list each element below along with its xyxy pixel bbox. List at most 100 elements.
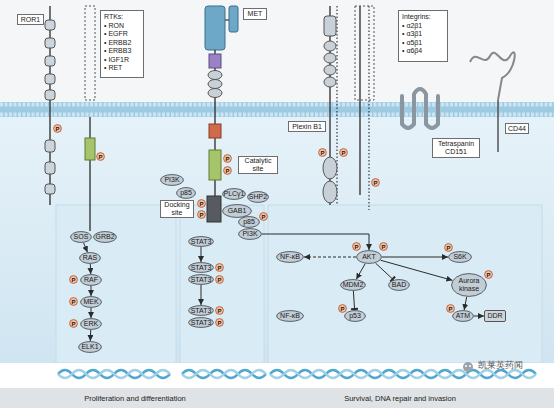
node-text: CD44 xyxy=(508,125,526,133)
node-text: RAF xyxy=(84,276,98,284)
node-text: P xyxy=(446,245,450,251)
dna-strand xyxy=(270,370,536,378)
node-text: • α5β1 xyxy=(402,39,422,48)
shape-ellipse xyxy=(198,200,206,208)
node-text: S6K xyxy=(453,253,466,261)
ipt-domain xyxy=(208,71,222,80)
node-body: P xyxy=(223,166,232,175)
gap-domain xyxy=(323,157,337,179)
extracellular-space xyxy=(0,0,554,102)
protein-oval: S6K xyxy=(448,251,472,263)
node-text: STAT3 xyxy=(191,307,212,315)
node-text: DDR xyxy=(487,312,502,320)
pathway-panel xyxy=(268,205,542,363)
node-body: Aurora kinase xyxy=(451,273,487,297)
shape-ellipse xyxy=(239,217,260,228)
dna-strand xyxy=(182,370,266,378)
shape-ellipse xyxy=(223,205,252,218)
protein-oval: MEK xyxy=(80,296,102,308)
process-box: DDR xyxy=(484,310,506,322)
shape-ellipse xyxy=(345,311,366,322)
node-body: DDR xyxy=(485,311,505,321)
node-text: P xyxy=(373,180,377,186)
phosphate-circle: P xyxy=(69,275,78,284)
receptor-list: RTKs:• RON• EGFR• ERBB2• ERBB3• IGF1R• R… xyxy=(100,10,144,78)
phosphate-circle: P xyxy=(215,275,224,284)
shape-ellipse xyxy=(216,264,224,272)
plexin-partner xyxy=(336,6,337,205)
receptor-domain xyxy=(324,41,336,51)
tetraspanin-symbol xyxy=(402,89,438,128)
node-body: Docking site xyxy=(161,201,193,217)
node-body: S6K xyxy=(448,251,472,263)
shape-ellipse xyxy=(453,311,474,322)
shape-ellipse xyxy=(224,155,232,163)
node-body: PLCγ1 xyxy=(222,188,246,200)
inhibition-arrow xyxy=(375,263,393,280)
met-alpha-chain xyxy=(229,6,238,32)
node-body: ROR1 xyxy=(18,15,43,24)
juxtamembrane-domain xyxy=(209,124,221,138)
phosphate-circle: P xyxy=(484,270,493,279)
node-text: • IGF1R xyxy=(104,56,129,65)
receptor-domain xyxy=(45,162,55,174)
node-text: SOS xyxy=(74,233,89,241)
protein-oval: SOS xyxy=(70,231,92,243)
node-text: P xyxy=(98,154,102,160)
signal-arrow xyxy=(474,316,484,317)
node-body: CD44 xyxy=(506,124,528,133)
node-body: MDM2 xyxy=(340,279,366,291)
cd44-chain xyxy=(497,100,499,152)
receptor-domain xyxy=(45,56,55,66)
outcome-label: Survival, DNA repair and invasion xyxy=(300,394,500,403)
rtk-outline xyxy=(85,6,95,100)
node-body: P xyxy=(371,178,380,187)
shape-ellipse xyxy=(216,307,224,315)
node-text: MET xyxy=(248,10,263,18)
node-text: AKT xyxy=(362,253,376,261)
node-body: P xyxy=(197,199,206,208)
shape-ellipse xyxy=(79,342,102,353)
node-text: P xyxy=(261,214,265,220)
node-body: p53 xyxy=(344,310,366,322)
node-body: PI3K xyxy=(238,228,262,240)
node-text: • α2β1 xyxy=(402,22,422,31)
node-body: ATM xyxy=(452,310,474,322)
node-text: P xyxy=(217,265,221,271)
label-box: ROR1 xyxy=(17,14,44,25)
node-body: P xyxy=(484,270,493,279)
integrin-beta xyxy=(368,6,369,210)
shape-ellipse xyxy=(445,244,453,252)
signal-arrow xyxy=(382,257,448,258)
node-text: Aurora kinase xyxy=(451,277,487,293)
node-text: P xyxy=(217,320,221,326)
shape-ellipse xyxy=(248,192,269,203)
label-box: Catalytic site xyxy=(238,156,278,174)
shape-ellipse xyxy=(340,149,348,157)
node-text: ERK xyxy=(84,320,98,328)
node-body: P xyxy=(215,306,224,315)
receptor-list: Integrins:• α2β1• α3β1• α5β1• α6β4 xyxy=(398,10,448,62)
node-text: • RON xyxy=(104,22,124,31)
ipt-domain xyxy=(208,80,222,89)
sema-domain xyxy=(324,16,336,36)
node-text: PI3K xyxy=(242,230,257,238)
node-text: Integrins: xyxy=(402,13,431,22)
receptor-domain xyxy=(45,74,55,84)
membrane-heads xyxy=(0,113,554,117)
node-text: • RET xyxy=(104,64,122,73)
node-body: P xyxy=(444,243,453,252)
node-text: • EGFR xyxy=(104,30,128,39)
ipt-domain xyxy=(208,89,222,98)
node-body: P xyxy=(96,152,105,161)
phosphate-circle: P xyxy=(215,318,224,327)
node-body: P xyxy=(215,275,224,284)
phosphate-circle: P xyxy=(215,306,224,315)
node-text: P xyxy=(381,244,385,250)
shape-ellipse xyxy=(380,243,388,251)
receptor-domain xyxy=(45,184,55,194)
node-body: P xyxy=(53,124,62,133)
node-body: P xyxy=(215,263,224,272)
